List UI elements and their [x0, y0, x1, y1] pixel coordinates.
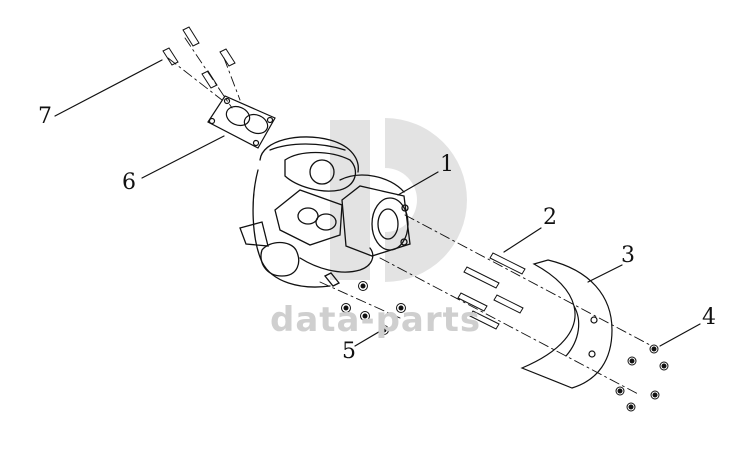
heat-shield-part-3	[520, 259, 613, 389]
nuts-part-4	[615, 344, 669, 412]
leader-line-3	[587, 264, 623, 283]
upper-studs	[162, 26, 236, 89]
leader-line-4	[659, 323, 701, 347]
leader-line-2	[503, 227, 542, 253]
callout-1: 1	[440, 152, 454, 177]
leader-line-7	[54, 59, 163, 117]
callout-6: 6	[122, 170, 136, 195]
callout-7: 7	[38, 104, 52, 129]
assembly-axes	[167, 37, 651, 396]
watermark-text: data-parts	[270, 300, 482, 340]
studs-part-2	[457, 252, 526, 330]
callout-3: 3	[621, 243, 635, 268]
leader-line-5	[354, 329, 383, 347]
leader-line-6	[141, 135, 225, 179]
leader-line-1	[397, 171, 439, 196]
turbocharger-part-1	[239, 136, 411, 288]
callout-5: 5	[342, 339, 356, 364]
gasket-part-6	[207, 95, 276, 149]
callout-4: 4	[702, 305, 716, 330]
nuts-part-5	[341, 281, 406, 335]
watermark-logo	[330, 118, 467, 282]
callout-2: 2	[543, 205, 557, 230]
